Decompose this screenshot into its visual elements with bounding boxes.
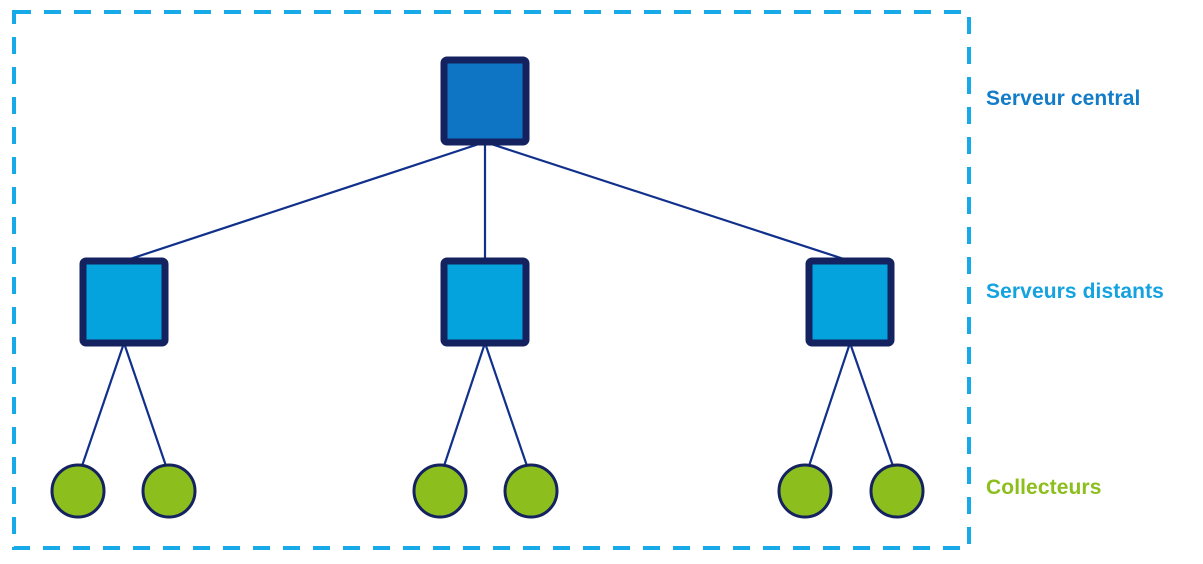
link-group-central-to-remote: [123, 140, 851, 263]
collector-node-3[interactable]: [412, 463, 468, 519]
link-remote1-collector-1: [80, 342, 126, 467]
collector-node-6[interactable]: [869, 463, 925, 519]
link-group-remote-to-collectors: [80, 342, 895, 467]
node-group-remote: [79, 257, 895, 347]
link-central-remote-1: [123, 140, 486, 263]
collector-node-4[interactable]: [503, 463, 559, 519]
legend-label-central-server: Serveur central: [986, 87, 1141, 110]
node-group-central: [440, 56, 530, 146]
remote-server-node-2[interactable]: [440, 257, 530, 347]
collector-node-1[interactable]: [50, 463, 106, 519]
link-central-remote-3: [484, 140, 851, 263]
node-group-collectors: [50, 463, 925, 519]
legend-label-collectors: Collecteurs: [986, 476, 1102, 499]
collector-node-5[interactable]: [777, 463, 833, 519]
central-server-node[interactable]: [440, 56, 530, 146]
remote-server-node-1[interactable]: [79, 257, 169, 347]
link-remote2-collector-3: [442, 342, 487, 467]
link-remote3-collector-6: [848, 342, 895, 467]
remote-server-node-3[interactable]: [805, 257, 895, 347]
legend-label-remote-servers: Serveurs distants: [986, 280, 1164, 303]
dashed-boundary: [12, 10, 971, 550]
link-remote1-collector-2: [122, 342, 168, 467]
collector-node-2[interactable]: [141, 463, 197, 519]
link-remote2-collector-4: [483, 342, 529, 467]
link-remote3-collector-5: [807, 342, 852, 467]
